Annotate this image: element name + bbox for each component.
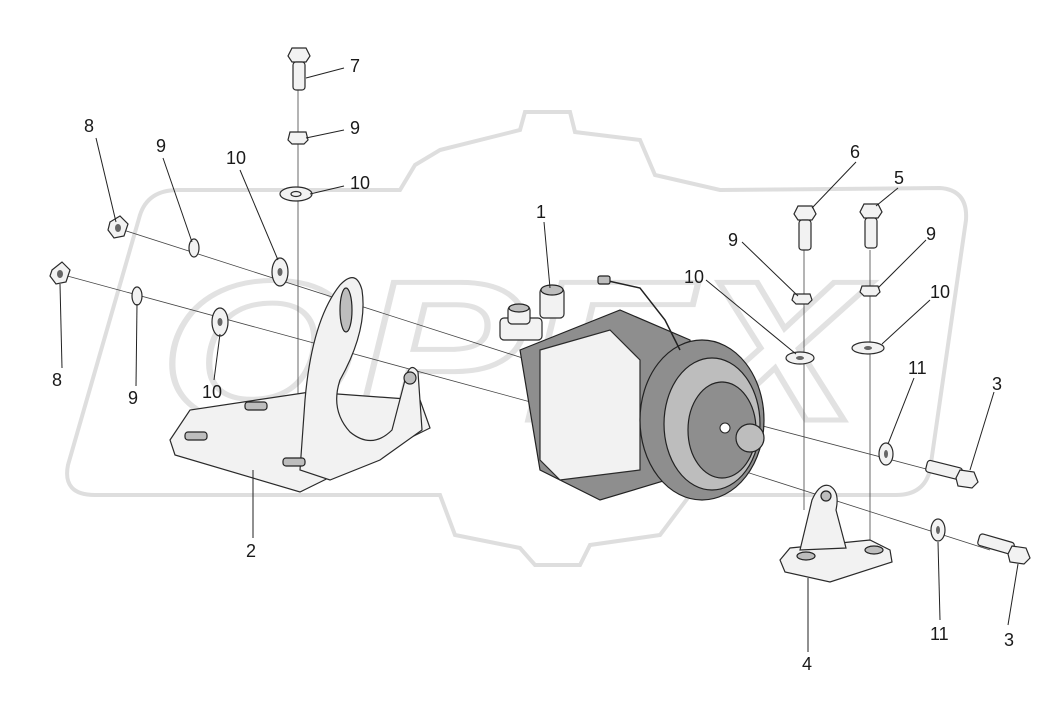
nut-8-lower: [49, 261, 71, 285]
bolt-7: [287, 47, 311, 91]
callout-2: 2: [246, 541, 256, 561]
callout-3-lower: 3: [1004, 630, 1014, 650]
lock-washer-9-lower: [131, 286, 143, 306]
callout-10-left-upper: 10: [226, 148, 246, 168]
callout-8-upper: 8: [84, 116, 94, 136]
callout-9-right-b: 9: [926, 224, 936, 244]
callout-4: 4: [802, 654, 812, 674]
washer-10-top: [279, 186, 313, 202]
axis-right-lower: [739, 469, 991, 551]
washer-10-right-b: [851, 341, 885, 355]
leader-lines: [59, 67, 1019, 652]
callout-7: 7: [350, 56, 360, 76]
lock-washer-9-upper: [188, 238, 200, 258]
callout-10-top: 10: [350, 173, 370, 193]
washer-11-lower: [930, 518, 946, 542]
callout-11-lower: 11: [930, 624, 949, 644]
callout-9-top: 9: [350, 118, 360, 138]
washer-10-upper-left: [271, 257, 289, 287]
bracket-2: [169, 277, 431, 493]
callout-9-right-a: 9: [728, 230, 738, 250]
watermark-gear: [65, 110, 969, 567]
washer-10-right-a: [785, 351, 815, 365]
bolt-6: [793, 205, 817, 251]
axis-right-upper: [739, 419, 931, 471]
callout-11-upper: 11: [908, 358, 927, 378]
nut-9-right-a: [791, 293, 813, 305]
nut-8-upper: [107, 215, 129, 239]
nut-9-right-b: [859, 285, 881, 297]
bolt-5: [859, 203, 883, 249]
callout-9-left-upper: 9: [156, 136, 166, 156]
callout-9-left-lower: 9: [128, 388, 138, 408]
washer-10-lower-left: [211, 307, 229, 337]
callout-6: 6: [850, 142, 860, 162]
callout-10-left-lower: 10: [202, 382, 222, 402]
callout-10-right-b: 10: [930, 282, 950, 302]
compressor-1: [499, 275, 765, 501]
support-4: [779, 484, 893, 583]
callout-3-upper: 3: [992, 374, 1002, 394]
callout-1: 1: [536, 202, 546, 222]
bolt-3-lower: [977, 533, 1031, 565]
callout-8-lower: 8: [52, 370, 62, 390]
nut-9-top: [287, 131, 309, 145]
washer-11-upper: [878, 442, 894, 466]
bolt-3-upper: [925, 459, 979, 489]
axis-left-lower: [59, 273, 561, 411]
callouts: 1 2 3 3 4 5 6 7 8 8 9 9 9 9 9 10 10 10 1…: [52, 56, 1014, 674]
callout-10-right-a: 10: [684, 267, 704, 287]
callout-5: 5: [894, 168, 904, 188]
